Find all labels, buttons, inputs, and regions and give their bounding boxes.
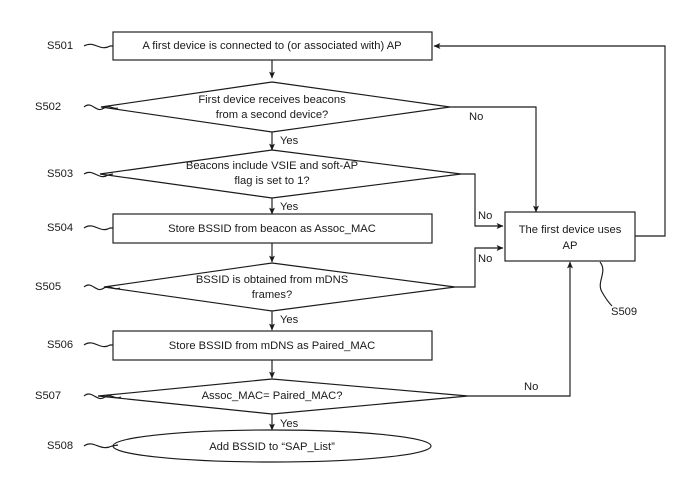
edge-s507-no-to-s509 xyxy=(468,261,573,397)
node-s505-text-line1: BSSID is obtained from mDNS xyxy=(196,274,348,286)
edge-label-s505-no: No xyxy=(478,253,492,265)
node-s503-diamond xyxy=(99,149,462,199)
leader-s505 xyxy=(83,284,121,290)
edge-s503-no-to-s509 xyxy=(461,173,504,229)
step-label-s509: S509 xyxy=(611,306,637,318)
edge-s505-no-to-s509 xyxy=(455,245,504,288)
node-s504-text: Store BSSID from beacon as Assoc_MAC xyxy=(168,223,376,235)
edge-label-s502-yes: Yes xyxy=(280,135,299,147)
node-s505-diamond xyxy=(103,262,456,312)
step-label-s504: S504 xyxy=(47,222,73,234)
step-label-s506: S506 xyxy=(47,339,73,351)
node-s503-text-line1: Beacons include VSIE and soft-AP xyxy=(186,160,358,172)
node-s504-box xyxy=(112,213,433,244)
step-label-s507: S507 xyxy=(35,390,61,402)
edge-label-s507-yes: Yes xyxy=(280,418,299,430)
edge-label-s503-yes: Yes xyxy=(280,201,299,213)
node-s509-text-line2: AP xyxy=(563,240,578,252)
node-s501-text: A first device is connected to (or assoc… xyxy=(142,40,401,52)
node-s509-text-line1: The first device uses xyxy=(519,224,622,236)
node-s506-text: Store BSSID from mDNS as Paired_MAC xyxy=(169,340,375,352)
leader-s506 xyxy=(83,342,113,348)
leader-s502 xyxy=(83,104,119,110)
step-label-s505: S505 xyxy=(35,281,61,293)
leader-s504 xyxy=(83,225,113,231)
edge-s502-no-to-s509 xyxy=(450,106,539,213)
leader-s507 xyxy=(83,393,122,399)
leader-s503 xyxy=(83,171,114,178)
step-label-s503: S503 xyxy=(47,168,73,180)
node-s505-text-line2: frames? xyxy=(252,289,292,301)
step-label-s501: S501 xyxy=(47,40,73,52)
edge-label-s503-no: No xyxy=(478,210,492,222)
edge-s509-to-s501-loopback xyxy=(433,43,666,237)
node-s502-text-line2: from a second device? xyxy=(216,109,329,121)
step-label-s502: S502 xyxy=(35,101,61,113)
node-s503-text-line2: flag is set to 1? xyxy=(234,175,309,187)
step-label-s508: S508 xyxy=(47,440,73,452)
node-s507-diamond xyxy=(97,378,469,415)
node-s502-diamond xyxy=(100,81,451,133)
node-s509-box xyxy=(504,211,636,262)
leader-s509 xyxy=(599,261,613,307)
node-s508-text: Add BSSID to “SAP_List” xyxy=(209,441,335,453)
edge-label-s502-no: No xyxy=(469,111,483,123)
node-s502-text-line1: First device receives beacons xyxy=(198,94,346,106)
leader-s501 xyxy=(83,43,113,49)
leader-s508 xyxy=(83,443,119,449)
edge-label-s507-no: No xyxy=(524,381,538,393)
edge-label-s505-yes: Yes xyxy=(280,314,299,326)
node-s501-box xyxy=(112,31,433,61)
node-s507-text: Assoc_MAC= Paired_MAC? xyxy=(202,390,343,402)
